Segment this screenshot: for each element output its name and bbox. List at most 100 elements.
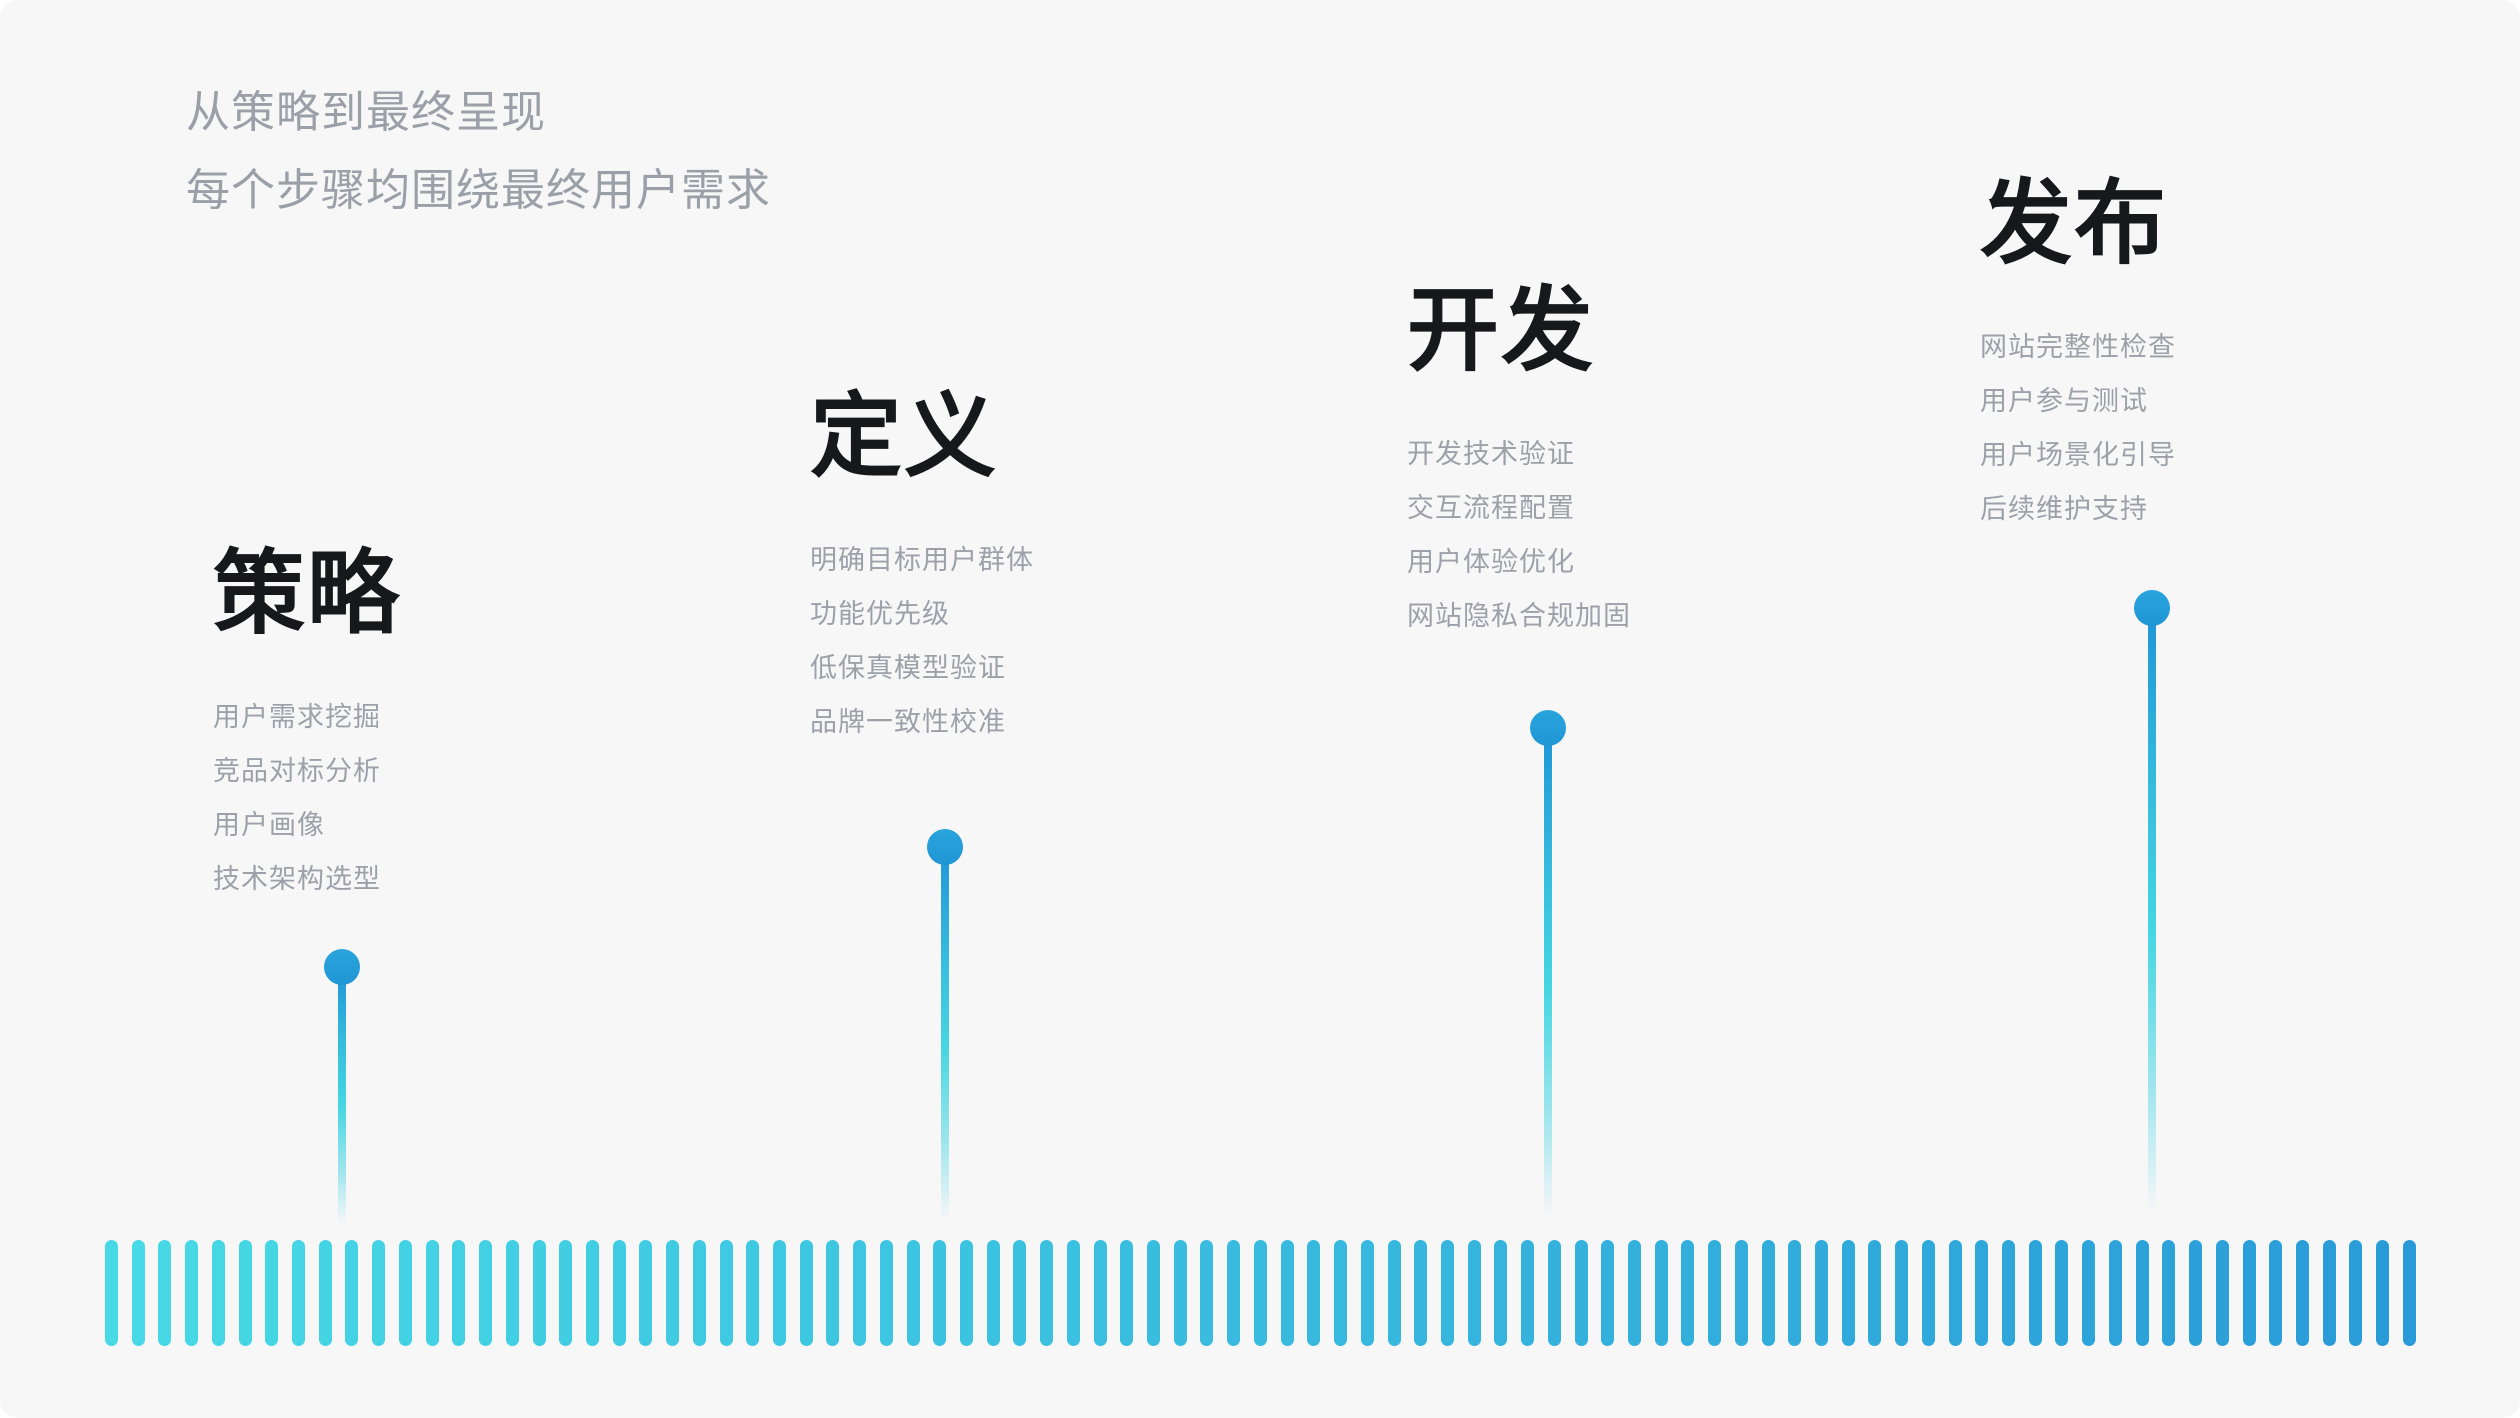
timeline-bar [2376, 1240, 2390, 1346]
timeline-bar [2055, 1240, 2069, 1346]
milestone-dot-icon [2134, 590, 2170, 626]
timeline-bar [452, 1240, 466, 1346]
timeline-bar [906, 1240, 920, 1346]
timeline-bar [1948, 1240, 1962, 1346]
timeline-bar-strip [105, 1240, 2417, 1346]
timeline-bar [1627, 1240, 1641, 1346]
timeline-bar [1654, 1240, 1668, 1346]
timeline-bar [1066, 1240, 1080, 1346]
timeline-bar [2322, 1240, 2336, 1346]
timeline-bar [746, 1240, 760, 1346]
timeline-bar [2215, 1240, 2229, 1346]
timeline-bar [1280, 1240, 1294, 1346]
stage-title: 策略 [213, 543, 402, 645]
stage-item-list: 明确目标用户群体功能优先级低保真模型验证品牌一致性校准 [810, 533, 1034, 749]
timeline-bar [692, 1240, 706, 1346]
timeline-bar [1147, 1240, 1161, 1346]
stage-item: 功能优先级 [810, 599, 950, 629]
timeline-bar [1681, 1240, 1695, 1346]
timeline-bar [719, 1240, 733, 1346]
subtitle-line-1: 从策略到最终呈现 [186, 88, 546, 137]
timeline-bar [2349, 1240, 2363, 1346]
stage-item: 网站隐私合规加固 [1407, 601, 1631, 631]
timeline-bar [585, 1240, 599, 1346]
timeline-bar [265, 1240, 279, 1346]
timeline-bar [1334, 1240, 1348, 1346]
timeline-bar [772, 1240, 786, 1346]
timeline-bar [1120, 1240, 1134, 1346]
timeline-bar [2242, 1240, 2256, 1346]
milestone-dot-icon [927, 829, 963, 865]
timeline-bar [158, 1240, 172, 1346]
timeline-bar [2108, 1240, 2122, 1346]
stage-2: 定义 明确目标用户群体功能优先级低保真模型验证品牌一致性校准 [810, 389, 1034, 749]
timeline-bar [1868, 1240, 1882, 1346]
stage-item: 竞品对标分析 [213, 756, 381, 786]
stage-item: 明确目标用户群体 [810, 545, 1034, 575]
stage-item: 后续维护支持 [1980, 494, 2148, 524]
milestone-stem [941, 847, 949, 1232]
stage-item: 用户参与测试 [1980, 386, 2148, 416]
timeline-bar [826, 1240, 840, 1346]
milestone-stem [2148, 608, 2156, 1232]
timeline-bar [2162, 1240, 2176, 1346]
timeline-bar [2028, 1240, 2042, 1346]
timeline-bar [853, 1240, 867, 1346]
milestone-stem [1544, 728, 1552, 1232]
stage-item-list: 网站完整性检查用户参与测试用户场景化引导后续维护支持 [1980, 320, 2176, 536]
milestone-dot-icon [324, 949, 360, 985]
slide-subtitle: 从策略到最终呈现 每个步骤均围绕最终用户需求 [186, 74, 771, 230]
timeline-bar [238, 1240, 252, 1346]
timeline-bar [505, 1240, 519, 1346]
timeline-bar [1200, 1240, 1214, 1346]
timeline-bar [1601, 1240, 1615, 1346]
stage-item-list: 用户需求挖掘竞品对标分析用户画像技术架构选型 [213, 690, 401, 906]
timeline-bar [2295, 1240, 2309, 1346]
stage-item-list: 开发技术验证交互流程配置用户体验优化网站隐私合规加固 [1407, 427, 1631, 643]
timeline-bar [1708, 1240, 1722, 1346]
stage-3: 开发 开发技术验证交互流程配置用户体验优化网站隐私合规加固 [1407, 283, 1631, 643]
stage-item: 用户体验优化 [1407, 547, 1575, 577]
timeline-bar [1788, 1240, 1802, 1346]
timeline-bar [1574, 1240, 1588, 1346]
timeline-bar [1921, 1240, 1935, 1346]
stage-title: 定义 [810, 386, 999, 488]
milestone-dot-icon [1530, 710, 1566, 746]
stage-item: 网站完整性检查 [1980, 332, 2176, 362]
timeline-bar [1093, 1240, 1107, 1346]
timeline-bar [2082, 1240, 2096, 1346]
stage-item: 交互流程配置 [1407, 493, 1575, 523]
timeline-bar [131, 1240, 145, 1346]
timeline-bar [318, 1240, 332, 1346]
stage-1: 策略 用户需求挖掘竞品对标分析用户画像技术架构选型 [213, 546, 401, 906]
timeline-bar [1253, 1240, 1267, 1346]
timeline-bar [1013, 1240, 1027, 1346]
stage-item: 用户需求挖掘 [213, 702, 381, 732]
timeline-bar [1975, 1240, 1989, 1346]
timeline-bar [211, 1240, 225, 1346]
timeline-bar [345, 1240, 359, 1346]
timeline-bar [986, 1240, 1000, 1346]
milestone-stem [338, 967, 346, 1232]
timeline-bar [1841, 1240, 1855, 1346]
timeline-bar [1173, 1240, 1187, 1346]
timeline-bar [1440, 1240, 1454, 1346]
stage-4: 发布 网站完整性检查用户参与测试用户场景化引导后续维护支持 [1980, 176, 2176, 536]
timeline-bar [1761, 1240, 1775, 1346]
timeline-bar [1734, 1240, 1748, 1346]
timeline-bar [2189, 1240, 2203, 1346]
timeline-bar [185, 1240, 199, 1346]
timeline-bar [960, 1240, 973, 1346]
timeline-bar [1360, 1240, 1374, 1346]
stage-title: 开发 [1407, 280, 1596, 382]
timeline-bar [1467, 1240, 1481, 1346]
timeline-bar [612, 1240, 626, 1346]
timeline-bar [933, 1240, 947, 1346]
timeline-bar [2402, 1240, 2416, 1346]
timeline-bar [1387, 1240, 1401, 1346]
timeline-bar [1040, 1240, 1054, 1346]
timeline-bar [479, 1240, 493, 1346]
timeline-bar [559, 1240, 573, 1346]
timeline-bar [1521, 1240, 1535, 1346]
